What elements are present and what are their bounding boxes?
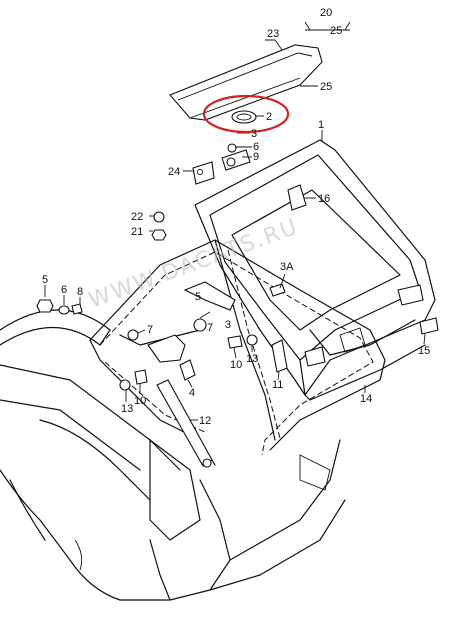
car-body bbox=[0, 309, 346, 601]
callout-14: 14 bbox=[360, 393, 372, 405]
callout-8: 8 bbox=[77, 286, 83, 298]
tailgate-frame bbox=[194, 139, 436, 401]
callout-3A: 3A bbox=[280, 261, 294, 273]
callout-5-center: 5 bbox=[195, 291, 201, 303]
callout-3-center: 3 bbox=[225, 319, 231, 331]
callout-16: 16 bbox=[318, 193, 330, 205]
callout-24: 24 bbox=[168, 166, 180, 178]
callout-labels: 20 23 25 25 2 1 3 6 9 24 16 22 21 3A 5 6… bbox=[42, 7, 430, 427]
callout-5-left: 5 bbox=[42, 274, 48, 286]
callout-13-right: 13 bbox=[246, 353, 258, 365]
callout-4: 4 bbox=[189, 387, 195, 399]
callout-3-top: 3 bbox=[251, 128, 257, 140]
callout-6-left: 6 bbox=[61, 284, 67, 296]
callout-10-left: 10 bbox=[134, 395, 146, 407]
callout-13-left: 13 bbox=[121, 403, 133, 415]
callout-23: 23 bbox=[267, 28, 279, 40]
highlight-ring bbox=[202, 94, 290, 134]
callout-7-center: 7 bbox=[207, 322, 213, 334]
callout-20: 20 bbox=[320, 7, 332, 19]
callout-25: 25 bbox=[320, 81, 332, 93]
callout-25-top: 25 bbox=[330, 25, 342, 37]
callout-21: 21 bbox=[131, 226, 143, 238]
small-parts bbox=[36, 143, 439, 468]
callout-12: 12 bbox=[199, 415, 211, 427]
callout-2: 2 bbox=[266, 111, 272, 123]
callout-6-top: 6 bbox=[253, 141, 259, 153]
callout-11: 11 bbox=[272, 379, 283, 391]
callout-7-left: 7 bbox=[147, 324, 153, 336]
leader-lines bbox=[44, 21, 426, 421]
callout-10-right: 10 bbox=[230, 359, 242, 371]
callout-22: 22 bbox=[131, 211, 143, 223]
brake-light bbox=[231, 110, 257, 124]
roof-spoiler bbox=[169, 44, 323, 121]
callout-9: 9 bbox=[253, 151, 259, 163]
callout-15: 15 bbox=[418, 345, 430, 357]
callout-1: 1 bbox=[318, 119, 324, 131]
